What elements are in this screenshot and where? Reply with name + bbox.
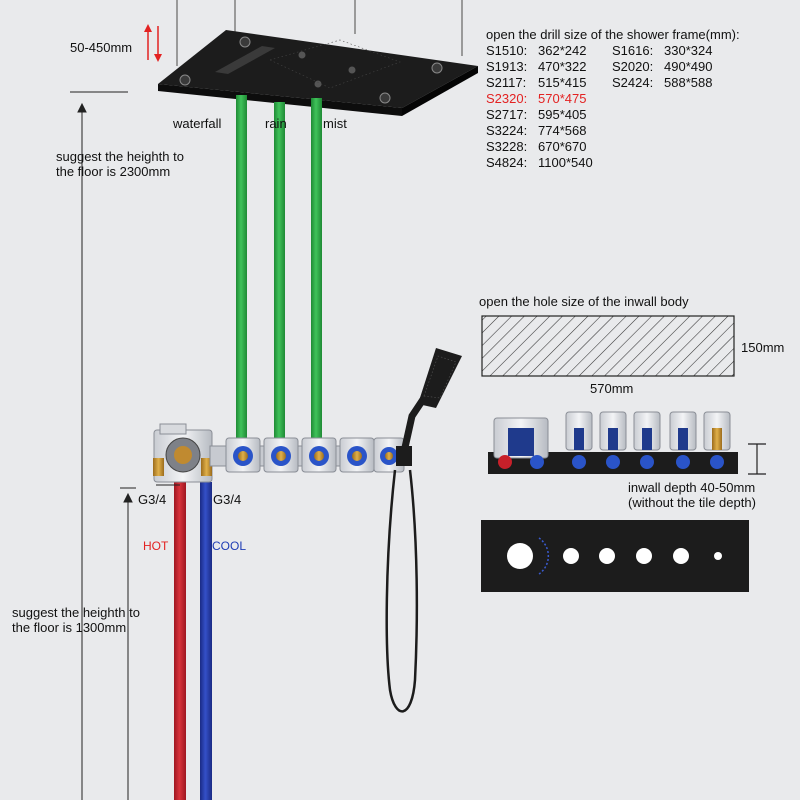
cartridge	[633, 411, 661, 469]
frame-model: S2117:	[486, 75, 527, 90]
frame-size-row: S1616: 330*324	[612, 43, 712, 58]
inwall-hole-width: 570mm	[590, 381, 634, 396]
frame-size: 774*568	[538, 123, 587, 138]
frame-size: 515*415	[538, 75, 587, 90]
frame-model: S2717:	[486, 107, 528, 122]
ceiling-height-note-line1: suggest the heighth to	[56, 149, 184, 164]
cartridge	[669, 411, 697, 469]
frame-size-row: S4824: 1100*540	[486, 155, 593, 170]
frame-size: 595*405	[538, 107, 587, 122]
waterfall-label: waterfall	[173, 116, 222, 131]
pipe-thread-right-label: G3/4	[213, 492, 242, 507]
dimension-lines	[70, 91, 180, 800]
frame-size: 570*475	[538, 91, 587, 106]
ceiling-rods	[176, 0, 463, 66]
frame-size-row: S2117: 515*415	[486, 75, 586, 90]
hand-shower	[385, 348, 462, 713]
hot-label: HOT	[143, 539, 169, 553]
diverter-manifold	[209, 437, 412, 473]
valve-module	[339, 437, 375, 473]
frame-size: 588*588	[664, 75, 713, 90]
cool-label: COOL	[212, 539, 247, 553]
frame-size: 490*490	[664, 59, 713, 74]
frame-size-row: S1510: 362*242	[486, 43, 586, 58]
rain-label: rain	[265, 116, 287, 131]
ceiling-height-range-label: 50-450mm	[70, 40, 133, 55]
cartridge	[565, 411, 593, 469]
frame-size: 330*324	[664, 43, 713, 58]
valve-module	[301, 437, 337, 473]
shower-supply-pipes	[236, 95, 322, 440]
frame-size-row: S2424: 588*588	[612, 75, 712, 90]
ceiling-height-note-line2: the floor is 2300mm	[56, 164, 171, 179]
ceiling-shower-panel	[158, 30, 478, 116]
frame-size-row: S3228: 670*670	[486, 139, 586, 154]
frame-model: S3228:	[486, 139, 528, 154]
frame-size: 362*242	[538, 43, 587, 58]
frame-size-row: S1913: 470*322	[486, 59, 586, 74]
inwall-depth-line2: (without the tile depth)	[628, 495, 756, 510]
frame-model: S1510:	[486, 43, 528, 58]
cartridge	[599, 411, 627, 469]
frame-model: S2020:	[612, 59, 654, 74]
valve-height-note-line2: the floor is 1300mm	[12, 620, 127, 635]
inwall-hole-title: open the hole size of the inwall body	[479, 294, 689, 309]
frame-size-row: S2717: 595*405	[486, 107, 586, 122]
thermostatic-valve-body	[153, 423, 213, 483]
frame-model: S4824:	[486, 155, 528, 170]
frame-model: S1913:	[486, 59, 528, 74]
frame-size-row-highlighted: S2320: 570*475	[486, 91, 586, 106]
control-cover-plate	[481, 520, 749, 592]
frame-size-title: open the drill size of the shower frame(…	[486, 27, 740, 42]
frame-model: S3224:	[486, 123, 528, 138]
frame-size: 1100*540	[538, 155, 593, 170]
inwall-depth-line1: inwall depth 40-50mm	[628, 480, 756, 495]
frame-model: S2424:	[612, 75, 654, 90]
valve-module	[263, 437, 299, 473]
cartridge	[703, 411, 731, 469]
inwall-hole-height: 150mm	[741, 340, 785, 355]
valve-height-note-line1: suggest the heighth to	[12, 605, 140, 620]
frame-model: S1616:	[612, 43, 654, 58]
inwall-hole-drawing	[481, 315, 735, 377]
inwall-depth-marker	[748, 443, 766, 475]
supply-water-pipes	[174, 482, 212, 800]
height-range-arrows	[144, 24, 162, 62]
frame-size: 470*322	[538, 59, 587, 74]
valve-module	[225, 437, 261, 473]
frame-size: 670*670	[538, 139, 587, 154]
pipe-thread-left-label: G3/4	[138, 492, 167, 507]
frame-size-row: S3224: 774*568	[486, 123, 586, 138]
frame-size-row: S2020: 490*490	[612, 59, 712, 74]
inwall-body	[488, 411, 738, 474]
inlet-module	[493, 417, 549, 469]
mist-label: mist	[323, 116, 347, 131]
frame-model: S2320:	[486, 91, 528, 106]
